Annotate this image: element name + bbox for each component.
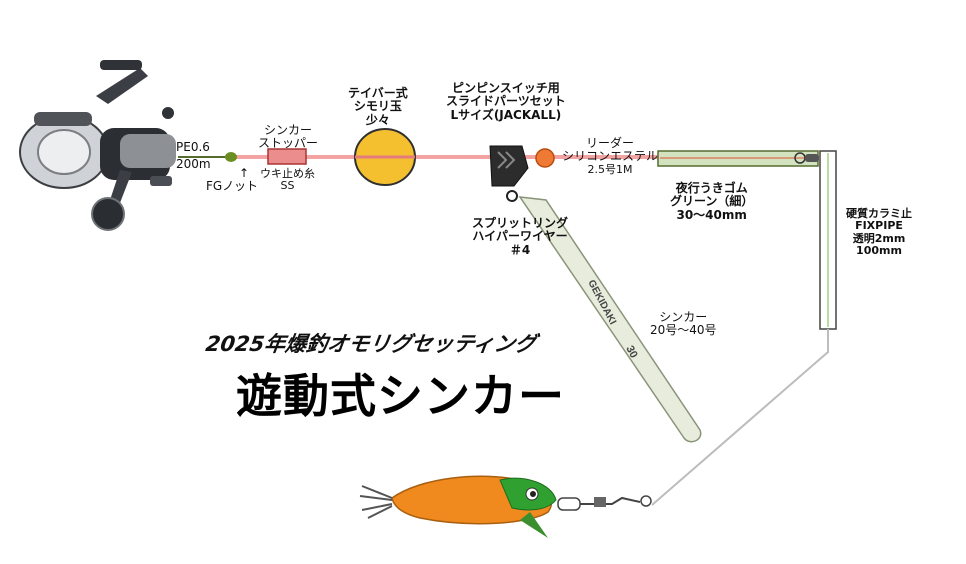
leader-line3: 2.5号1M <box>587 162 633 176</box>
jig-leader-line <box>651 329 829 506</box>
float-stopper-line2: SS <box>280 179 295 193</box>
hard-pipe-line2: FIXPIPE <box>855 219 903 233</box>
fg-knot-label: ↑ FGノット <box>206 166 258 194</box>
slide-parts-line2: スライドパーツセット <box>446 94 566 109</box>
page-title: 遊動式シンカー <box>236 369 565 423</box>
hard-pipe-line3: 透明2mm <box>852 231 906 245</box>
tiber-bead-label: テイバー式 シモリ玉 少々 <box>348 86 408 127</box>
split-ring-label: スプリットリング ハイパーワイヤー ＃4 <box>472 216 569 257</box>
sinker-stopper-label: シンカー ストッパー <box>258 123 319 151</box>
leader-line2: シリコンエステル <box>562 149 659 164</box>
tiber-bead-line2: シモリ玉 <box>353 99 402 114</box>
night-tube-label: 夜行うきゴム グリーン（細） 30〜40mm <box>670 181 754 222</box>
sinker-line2: 20号〜40号 <box>650 323 717 338</box>
page-subtitle: 2025年爆釣オモリグセッティング <box>204 332 538 356</box>
pe-line-spec: PE0.6 <box>176 140 210 154</box>
slide-parts-label: ピンピンスイッチ用 スライドパーツセット Lサイズ(JACKALL) <box>446 81 566 122</box>
split-ring-line3: ＃4 <box>509 242 531 257</box>
sinker-stopper-line2: ストッパー <box>258 136 319 151</box>
float-stopper-line1: ウキ止め糸 <box>260 167 315 180</box>
hard-pipe-line1: 硬質カラミ止 <box>846 207 912 220</box>
pe-line-length: 200m <box>176 157 211 172</box>
squid-jig <box>359 475 652 538</box>
sinker-print-num: 30 <box>623 344 639 360</box>
night-tube-line3: 30〜40mm <box>676 207 747 222</box>
sinker-label: シンカー 20号〜40号 <box>650 310 717 338</box>
hard-pipe-line4: 100mm <box>856 243 902 257</box>
split-ring-line2: ハイパーワイヤー <box>472 229 568 244</box>
slide-parts <box>489 145 529 202</box>
sinker-stopper <box>267 148 307 165</box>
orange-bead <box>535 148 555 168</box>
hard-pipe-label: 硬質カラミ止 FIXPIPE 透明2mm 100mm <box>846 207 912 257</box>
tiber-bead <box>354 128 416 186</box>
swivel <box>794 152 819 164</box>
fg-knot-text: FGノット <box>206 179 258 194</box>
leader-line1: リーダー <box>586 136 635 150</box>
fg-knot-dot <box>225 152 237 162</box>
night-tube-line2: グリーン（細） <box>670 194 754 209</box>
fg-knot-arrow: ↑ <box>238 166 250 180</box>
pe-line-label: PE0.6 200m <box>176 140 211 172</box>
sinker-stopper-line1: シンカー <box>264 123 313 137</box>
sinker-line1: シンカー <box>659 310 708 324</box>
night-tube-line1: 夜行うきゴム <box>675 181 748 195</box>
leader-label: リーダー シリコンエステル 2.5号1M <box>562 136 659 176</box>
spinning-reel <box>19 60 176 231</box>
slide-parts-line3: Lサイズ(JACKALL) <box>450 107 562 122</box>
split-ring-line1: スプリットリング <box>472 216 569 230</box>
float-stopper-label: ウキ止め糸 SS <box>260 167 315 193</box>
tiber-bead-line3: 少々 <box>365 112 390 127</box>
slide-parts-line1: ピンピンスイッチ用 <box>452 81 560 95</box>
tiber-bead-line1: テイバー式 <box>348 86 408 100</box>
